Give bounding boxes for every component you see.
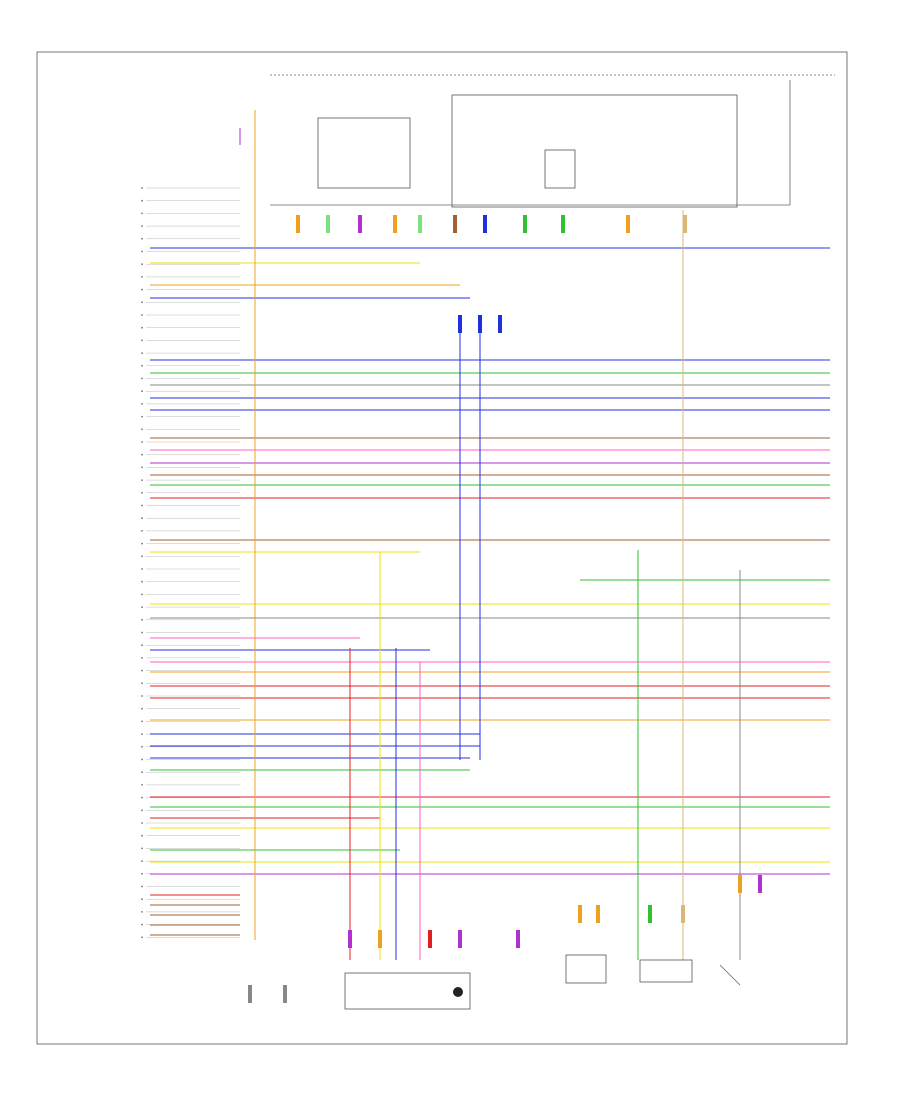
pin-dot [141, 580, 143, 583]
pin-dot [141, 834, 143, 837]
pin-dot [141, 187, 143, 189]
connector-pin [578, 905, 582, 923]
connector-pin [453, 215, 457, 233]
pin-dot [141, 745, 143, 748]
wire-runs [150, 110, 830, 960]
pin-dot [141, 923, 143, 926]
connector-pin [296, 215, 300, 233]
pin-dot [141, 199, 143, 202]
pin-dot [141, 618, 143, 621]
pin-dot [141, 530, 143, 532]
pin-dot [141, 657, 143, 659]
pin-dot [141, 644, 143, 647]
connector-pins [248, 215, 762, 1003]
pin-dot [141, 784, 143, 786]
pin-dot [141, 542, 143, 545]
pin-dot [141, 390, 143, 393]
connector-pin [596, 905, 600, 923]
pin-dot [141, 771, 143, 774]
pin-dot [141, 898, 143, 901]
pin-dot [141, 212, 143, 215]
connector-pin [326, 215, 330, 233]
connector-pin [681, 905, 685, 923]
pin-dot [141, 237, 143, 240]
pin-dot [141, 314, 143, 316]
pin-dot [141, 822, 143, 824]
connector-pin [478, 315, 482, 333]
power-distribution-section [270, 74, 835, 208]
fuel-pressure-sensor-component [565, 954, 607, 984]
pin-dot [141, 593, 143, 596]
pin-dot [141, 796, 143, 799]
connector-pin [418, 215, 422, 233]
pin-dot [141, 707, 143, 710]
connector-pin [648, 905, 652, 923]
pin-dot [141, 352, 143, 354]
pin-dot [141, 568, 143, 570]
pin-dot [141, 479, 143, 481]
pin-dot [141, 809, 143, 812]
pin-dot [141, 758, 143, 761]
connector-pin [283, 985, 287, 1003]
pin-dot [141, 504, 143, 507]
connector-pin [738, 875, 742, 893]
connector-pin [758, 875, 762, 893]
pin-dot [141, 428, 143, 431]
pin-dot [141, 936, 143, 939]
pin-dot [141, 720, 143, 723]
connector-pin [683, 215, 687, 233]
pin-dot [141, 631, 143, 634]
pin-dot [141, 860, 143, 862]
pin-dot [141, 555, 143, 558]
pin-dot [141, 441, 143, 443]
connector-pin [561, 215, 565, 233]
connector-pin [248, 985, 252, 1003]
pin-dot [141, 263, 143, 266]
throttle-motor-icon [453, 987, 463, 997]
ecm-pin-column [141, 187, 240, 939]
pin-dot [141, 403, 143, 405]
pin-dot [141, 669, 143, 672]
pin-dot [141, 288, 143, 291]
pin-dot [141, 225, 143, 228]
pin-dot [141, 606, 143, 608]
pin-dot [141, 885, 143, 888]
pin-dot [141, 276, 143, 278]
connector-pin [458, 930, 462, 948]
pin-dot [141, 517, 143, 520]
diagram-frame [36, 51, 848, 1045]
connector-pin [393, 215, 397, 233]
pin-dot [141, 377, 143, 380]
throttle-body-component [344, 972, 471, 1010]
connector-pin [458, 315, 462, 333]
pin-dot [141, 847, 143, 850]
map-sensor-component [639, 959, 693, 983]
pin-dot [141, 491, 143, 494]
pin-dot [141, 911, 143, 913]
pin-dot [141, 695, 143, 697]
pin-dot [141, 872, 143, 875]
pin-dot [141, 339, 143, 342]
connector-pin [348, 930, 352, 948]
pin-dot [141, 733, 143, 735]
pin-dot [141, 453, 143, 456]
pin-dot [141, 326, 143, 329]
pin-dot [141, 364, 143, 367]
pin-dot [141, 250, 143, 253]
connector-pin [358, 215, 362, 233]
pin-dot [141, 415, 143, 418]
connector-pin [378, 930, 382, 948]
connector-pin [428, 930, 432, 948]
pin-dot [141, 301, 143, 304]
connector-pin [626, 215, 630, 233]
bottom-components [344, 954, 741, 1010]
connector-pin [483, 215, 487, 233]
connector-pin [516, 930, 520, 948]
connector-pin [498, 315, 502, 333]
connector-pin [523, 215, 527, 233]
pin-dot [141, 466, 143, 469]
pin-dot [141, 682, 143, 685]
